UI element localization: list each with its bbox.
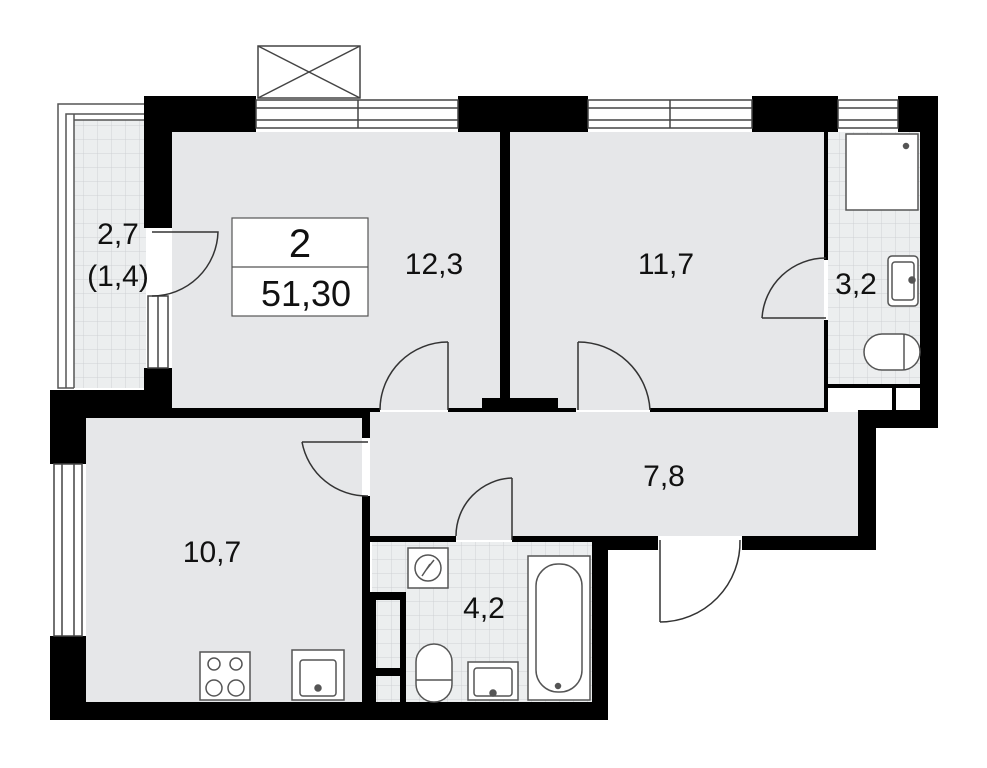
balcony-floor xyxy=(74,120,146,388)
shower-room-toilet xyxy=(863,333,921,371)
wall-shower-shaft xyxy=(892,384,896,410)
hallway-area: 7,8 xyxy=(643,460,685,493)
bathroom-toilet xyxy=(415,643,453,703)
wall-living-bottom-2 xyxy=(448,408,482,412)
wall-kitchen-right-1 xyxy=(362,418,370,438)
balcony-rail xyxy=(57,103,144,389)
wall-living-left-1 xyxy=(144,96,172,228)
wall-kitchen-top-inner xyxy=(86,412,370,418)
balcony-area: 2,7 xyxy=(97,218,139,251)
room-labels: 12,3 11,7 3,2 7,8 10,7 4,2 2,7 (1,4) xyxy=(87,218,877,625)
hallway-floor xyxy=(370,412,858,540)
ventilation-unit xyxy=(257,45,361,99)
living-room-area: 12,3 xyxy=(405,248,463,281)
fixtures xyxy=(199,133,921,703)
wall-top-2 xyxy=(458,96,588,132)
shaft-box-2 xyxy=(370,592,376,702)
wall-bath-top-2 xyxy=(512,536,600,542)
wall-shower-left-2 xyxy=(824,320,828,410)
wall-living-bedroom xyxy=(500,132,510,400)
balcony-reduced-area: (1,4) xyxy=(87,260,149,293)
window-shower xyxy=(837,99,899,129)
shaft-box-1 xyxy=(370,592,406,600)
wall-hall-bottom-1 xyxy=(600,536,658,550)
wall-bath-right xyxy=(592,536,608,720)
shower-room-area: 3,2 xyxy=(835,268,877,301)
bathroom-area: 4,2 xyxy=(463,592,505,625)
shaft-box-4 xyxy=(370,668,406,676)
shaft-box-3 xyxy=(400,592,406,702)
wall-shower-left xyxy=(824,132,828,260)
total-area: 51,30 xyxy=(261,273,351,314)
wall-top-3 xyxy=(752,96,838,132)
wall-right-bottom xyxy=(858,410,938,428)
doors xyxy=(151,231,827,623)
wall-bath-top-1 xyxy=(370,536,456,542)
window-kitchen xyxy=(53,463,83,637)
bedroom-floor xyxy=(510,132,824,410)
walls xyxy=(50,96,938,720)
wall-kitchen-left-1 xyxy=(50,390,86,464)
wall-right xyxy=(920,96,938,426)
wall-shower-bottom xyxy=(828,384,920,388)
wall-hall-right xyxy=(858,410,876,550)
windows xyxy=(53,99,899,637)
wall-bedroom-bottom-2 xyxy=(650,408,828,412)
kitchen-area: 10,7 xyxy=(183,536,241,569)
window-living xyxy=(255,99,459,129)
wall-bottom xyxy=(50,702,608,720)
rooms-count: 2 xyxy=(289,222,311,266)
apartment-badge: 2 51,30 xyxy=(231,217,369,317)
wall-bedroom-bottom xyxy=(558,408,576,412)
wall-kitchen-right-2 xyxy=(362,496,370,702)
bedroom-area: 11,7 xyxy=(638,248,694,281)
wall-living-bottom-1 xyxy=(172,408,380,412)
wall-partition-stub xyxy=(482,398,558,412)
wall-hall-bottom-2 xyxy=(742,536,876,550)
